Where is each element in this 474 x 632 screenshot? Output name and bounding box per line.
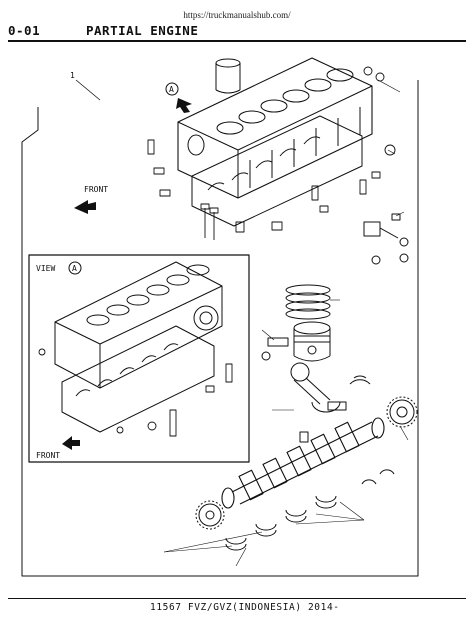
connecting-rod [290, 362, 371, 443]
view-a-inset-frame [28, 254, 250, 463]
crankshaft [221, 417, 385, 509]
crankcase [191, 115, 363, 227]
footer-rule [8, 598, 466, 599]
view-a-marker-inset: A [68, 261, 82, 275]
callout-1: 1 [70, 71, 75, 80]
thrust-washers [361, 469, 395, 485]
footer-text: 11567 FVZ/GVZ(INDONESIA) 2014- [150, 602, 340, 613]
crank-gear-front [195, 500, 225, 530]
cylinder-liner [215, 58, 241, 94]
front-label-inset: FRONT [36, 451, 60, 460]
view-a-marker: A [165, 82, 179, 96]
main-bearings [225, 495, 337, 551]
fastener-group-main [147, 66, 396, 240]
section-code: 0-01 [8, 23, 41, 38]
callout-1-leader [75, 79, 101, 101]
oil-jet-assembly [363, 213, 409, 265]
leader-lines [163, 79, 409, 567]
main-frame [21, 80, 419, 577]
front-arrow-inset [62, 436, 80, 450]
svg-text:A: A [72, 264, 77, 273]
cylinder-block [177, 57, 373, 199]
view-label: VIEW [36, 264, 55, 273]
front-label-main: FRONT [84, 185, 108, 194]
piston-rings [285, 284, 331, 320]
header-rule [8, 40, 466, 42]
inset-fasteners [38, 348, 233, 437]
crank-gear-rear [386, 396, 418, 428]
piston [293, 321, 331, 362]
svg-text:A: A [169, 85, 174, 94]
inset-cylinder-block [54, 261, 223, 389]
view-a-arrow [176, 98, 192, 113]
front-arrow-main [74, 200, 96, 214]
page-title: PARTIAL ENGINE [86, 23, 199, 38]
piston-pin [261, 337, 289, 361]
inset-crankcase [61, 325, 215, 433]
source-url[interactable]: https://truckmanualshub.com/ [183, 10, 291, 20]
